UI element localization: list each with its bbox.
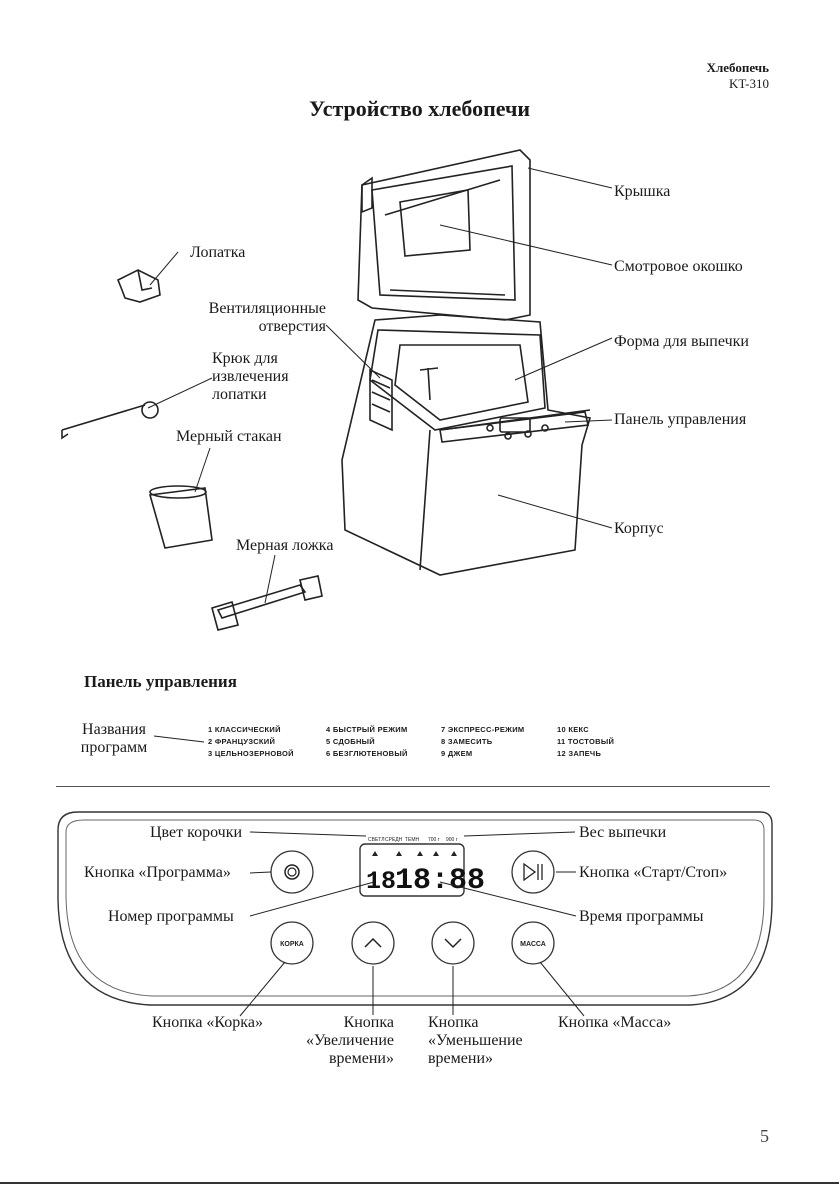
label-vents-line2: отверстия <box>258 318 326 335</box>
mass-button-text: МАССА <box>520 941 546 948</box>
programs-label: Названия программ <box>76 721 152 757</box>
program-item: 3 ЦЕЛЬНОЗЕРНОВОЙ <box>208 749 294 758</box>
label-program-button: Кнопка «Программа» <box>84 864 231 881</box>
paddle-illustration <box>116 269 161 303</box>
lcd-program-number: 18 <box>366 867 396 896</box>
body-illustration <box>341 314 592 576</box>
label-hook-line3: лопатки <box>212 386 267 403</box>
label-vents: Вентиляционные отверстия <box>192 300 326 336</box>
label-increase-line1: Кнопка <box>343 1014 394 1031</box>
label-increase-line3: времени» <box>328 1050 394 1067</box>
play-pause-icon <box>523 862 543 882</box>
lcd-program-time: 18:88 <box>395 864 485 898</box>
lcd-display <box>359 843 465 897</box>
label-program-number: Номер программы <box>108 908 234 925</box>
label-hook: Крюк для извлечения лопатки <box>212 350 289 404</box>
label-start-stop-button: Кнопка «Старт/Стоп» <box>579 864 728 881</box>
label-window: Смотровое окошко <box>614 258 743 275</box>
label-hook-line1: Крюк для <box>212 350 278 367</box>
programs-col-2: 4 БЫСТРЫЙ РЕЖИМ 5 СДОБНЫЙ 6 БЕЗГЛЮТЕНОВЫ… <box>326 724 408 760</box>
program-item: 7 ЭКСПРЕСС-РЕЖИМ <box>441 725 525 734</box>
chevron-up-icon <box>364 937 382 948</box>
label-decrease-line1: Кнопка <box>428 1014 479 1031</box>
label-program-time: Время программы <box>579 908 704 925</box>
decrease-time-button[interactable] <box>431 921 475 965</box>
chevron-down-icon <box>444 938 462 949</box>
program-item: 10 КЕКС <box>557 725 590 734</box>
program-button[interactable] <box>270 850 314 894</box>
lcd-crust-medium: СРЕДН <box>385 837 403 843</box>
label-lid: Крышка <box>614 183 671 200</box>
label-increase-button: Кнопка «Увеличение времени» <box>294 1014 394 1068</box>
program-item: 9 ДЖЕМ <box>441 749 473 758</box>
label-increase-line2: «Увеличение <box>305 1032 394 1049</box>
label-decrease-button: Кнопка «Уменьшение времени» <box>428 1014 523 1068</box>
lcd-weight-900: 900 г <box>446 837 458 843</box>
label-pan: Форма для выпечки <box>614 333 749 350</box>
lcd-crust-light: СВЕТЛ <box>368 837 385 843</box>
page-title: Устройство хлебопечи <box>308 96 531 121</box>
hook-illustration <box>61 401 159 440</box>
mass-button[interactable] <box>511 921 555 965</box>
lcd-crust-dark: ТЕМН <box>405 837 420 843</box>
page-number: 5 <box>760 1126 769 1146</box>
program-item: 5 СДОБНЫЙ <box>326 737 375 746</box>
program-item: 6 БЕЗГЛЮТЕНОВЫЙ <box>326 749 408 758</box>
programs-col-3: 7 ЭКСПРЕСС-РЕЖИМ 8 ЗАМЕСИТЬ 9 ДЖЕМ <box>441 724 524 760</box>
label-crust-color: Цвет корочки <box>150 824 243 841</box>
bread-maker-diagram <box>61 149 613 631</box>
program-icon <box>284 864 300 880</box>
header-product: Хлебопечь <box>706 60 769 75</box>
increase-time-button[interactable] <box>351 921 395 965</box>
programs-label-line2: программ <box>80 739 148 756</box>
label-mass-button: Кнопка «Масса» <box>558 1014 672 1031</box>
label-hook-line2: извлечения <box>212 368 289 385</box>
program-item: 11 ТОСТОВЫЙ <box>557 737 615 746</box>
label-vents-line1: Вентиляционные <box>208 300 326 317</box>
label-cup: Мерный стакан <box>176 428 282 445</box>
program-item: 4 БЫСТРЫЙ РЕЖИМ <box>326 725 408 734</box>
panel-inner-outline <box>65 819 765 997</box>
label-paddle: Лопатка <box>190 244 246 261</box>
start-stop-button[interactable] <box>511 850 555 894</box>
crust-button-text: КОРКА <box>280 941 304 948</box>
programs-col-1: 1 КЛАССИЧЕСКИЙ 2 ФРАНЦУЗСКИЙ 3 ЦЕЛЬНОЗЕР… <box>208 724 294 760</box>
program-item: 12 ЗАПЕЧЬ <box>557 749 602 758</box>
label-crust-button: Кнопка «Корка» <box>152 1014 263 1031</box>
programs-leader <box>153 735 205 743</box>
bottom-rule <box>0 1182 839 1184</box>
label-decrease-line3: времени» <box>428 1050 494 1067</box>
panel-outline <box>57 811 773 1006</box>
programs-label-line1: Названия <box>82 721 146 738</box>
label-weight: Вес выпечки <box>579 824 667 841</box>
lcd-weight-700: 700 г <box>428 837 440 843</box>
label-body: Корпус <box>614 520 664 537</box>
spoon-illustration <box>211 575 323 631</box>
section-divider <box>56 786 770 787</box>
leader-lines <box>239 831 585 1017</box>
program-item: 8 ЗАМЕСИТЬ <box>441 737 493 746</box>
programs-col-4: 10 КЕКС 11 ТОСТОВЫЙ 12 ЗАПЕЧЬ <box>557 724 614 760</box>
header: Хлебопечь KT-310 <box>707 60 769 92</box>
crust-button[interactable] <box>270 921 314 965</box>
label-control-panel: Панель управления <box>614 411 747 428</box>
program-item: 2 ФРАНЦУЗСКИЙ <box>208 737 276 746</box>
lid-illustration <box>357 149 531 321</box>
header-model: KT-310 <box>729 76 769 91</box>
label-decrease-line2: «Уменьшение <box>428 1032 523 1049</box>
cup-illustration <box>148 485 213 549</box>
program-item: 1 КЛАССИЧЕСКИЙ <box>208 725 281 734</box>
label-spoon: Мерная ложка <box>236 537 334 554</box>
section-title: Панель управления <box>84 672 237 691</box>
